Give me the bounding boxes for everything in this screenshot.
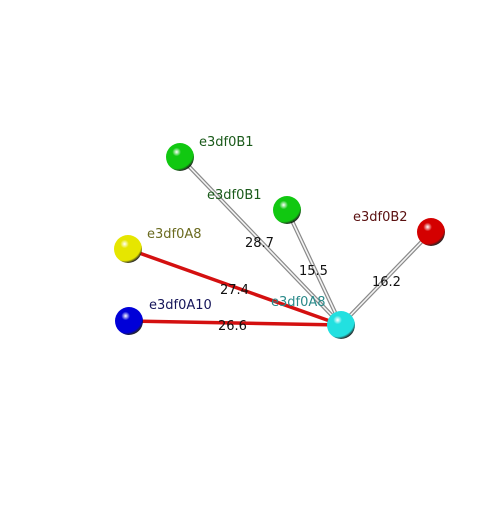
bonds-layer: [126, 155, 433, 327]
atom-label-a10: e3df0A10: [149, 298, 212, 313]
bond-highlight-b1_mid: [286, 209, 342, 326]
atom-label-a8: e3df0A8: [147, 227, 202, 242]
atom-b1_mid[interactable]: [273, 196, 301, 224]
distance-label-a8: 27.4: [220, 283, 249, 298]
atom-a8[interactable]: [114, 235, 142, 263]
distance-label-a10: 26.6: [218, 319, 247, 334]
bond-highlight-b1_top: [179, 156, 342, 326]
distance-label-b2: 16.2: [372, 275, 401, 290]
atom-label-b1_mid: e3df0B1: [207, 188, 262, 203]
distance-label-b1_top: 28.7: [245, 236, 274, 251]
distance-labels-layer: 28.7 15.5 16.2 27.4 26.6: [218, 236, 401, 334]
atom-label-b2: e3df0B2: [353, 210, 408, 225]
bond-a10-center: [127, 319, 343, 327]
atom-a10[interactable]: [115, 307, 143, 335]
bond-highlight-b2: [340, 231, 432, 326]
distance-label-b1_mid: 15.5: [299, 264, 328, 279]
atom-b1_top[interactable]: [166, 143, 194, 171]
bond-a8-center: [126, 247, 343, 327]
atom-labels-layer: e3df0A8 e3df0B1 e3df0B1 e3df0B2 e3df0A8 e3df0…: [147, 135, 408, 313]
atom-label-b1_top: e3df0B1: [199, 135, 254, 150]
atoms-layer: [114, 143, 445, 339]
atom-label-center: e3df0A8: [271, 295, 326, 310]
atom-b2[interactable]: [417, 218, 445, 246]
atom-center[interactable]: [327, 311, 355, 339]
